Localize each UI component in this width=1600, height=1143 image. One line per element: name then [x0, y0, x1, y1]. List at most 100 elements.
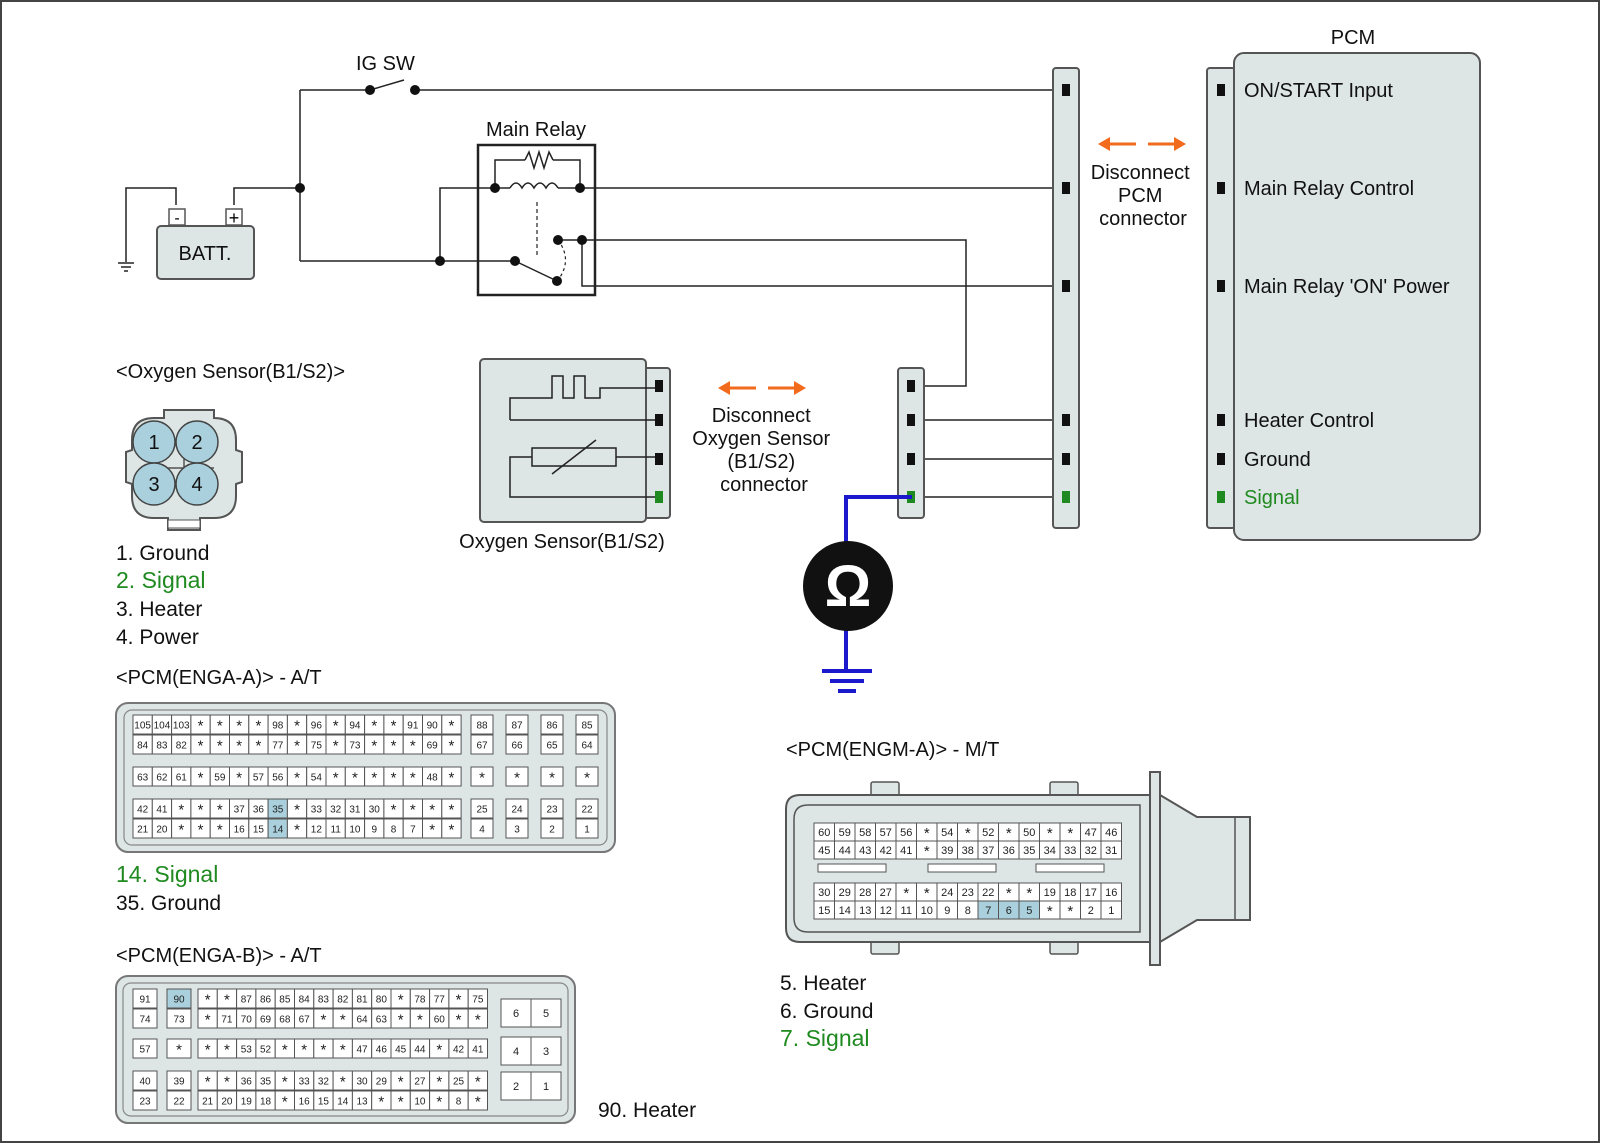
pin-number: 29: [839, 887, 851, 899]
pin-number: 35: [272, 805, 284, 816]
pin-number: 11: [330, 825, 341, 836]
unused-pin-mark: *: [475, 1012, 481, 1029]
unused-pin-mark: *: [429, 822, 435, 839]
battery-minus-label: -: [174, 210, 179, 227]
unused-pin-mark: *: [924, 885, 930, 902]
unused-pin-mark: *: [340, 1012, 346, 1029]
pin-cell: [441, 766, 462, 787]
pin-number: 12: [880, 905, 892, 917]
unused-pin-mark: *: [391, 802, 397, 819]
pin-number: 94: [349, 721, 361, 732]
unused-pin-mark: *: [924, 825, 930, 842]
pin-number: 12: [311, 825, 323, 836]
disconnect-o2-line: Oxygen Sensor: [692, 428, 830, 450]
pin-number: 28: [859, 887, 871, 899]
terminal-pin: [1217, 182, 1225, 194]
unused-pin-mark: *: [282, 1042, 288, 1059]
pin-number: 57: [139, 1045, 151, 1056]
pin-number: 104: [154, 721, 171, 732]
pin-number: 25: [476, 805, 488, 816]
pin-number: 34: [1044, 845, 1056, 857]
pin-number: 58: [859, 827, 871, 839]
pin-number: 20: [156, 825, 168, 836]
pin-number: 8: [965, 905, 971, 917]
pin-number: 96: [311, 721, 323, 732]
unused-pin-mark: *: [178, 802, 184, 819]
pcm-harness-pins: [1062, 84, 1070, 503]
pin-cell: [540, 734, 564, 755]
pin-number: 86: [260, 995, 272, 1006]
unused-pin-mark: *: [198, 802, 204, 819]
unused-pin-mark: *: [456, 992, 462, 1009]
terminal-pin: [1217, 414, 1225, 426]
pin-number: 50: [1023, 827, 1035, 839]
pin-number: 5: [1026, 905, 1032, 917]
unused-pin-mark: *: [333, 770, 339, 787]
pin-number: 57: [253, 773, 265, 784]
ohmmeter-body: [803, 541, 893, 631]
pcm-harness-connector: [1052, 67, 1080, 529]
pin-number: 2: [513, 1081, 519, 1093]
main-relay-box: [476, 143, 597, 297]
unused-pin-mark: *: [321, 1012, 327, 1029]
ohmmeter: Ω: [803, 495, 912, 693]
pin-number: 2: [549, 825, 555, 836]
pin-number: 73: [349, 741, 361, 752]
pcm-pin-label: Main Relay 'ON' Power: [1244, 276, 1450, 298]
unused-pin-mark: *: [924, 843, 930, 860]
pin-cell: [441, 798, 462, 819]
pin-cell: [166, 1090, 192, 1111]
terminal-pin: [1217, 453, 1225, 465]
pin-number: 3: [543, 1046, 549, 1058]
pin-number: 36: [1003, 845, 1015, 857]
terminal-pin: [1062, 453, 1070, 465]
terminal-pin: [1217, 491, 1225, 503]
unused-pin-mark: *: [217, 822, 223, 839]
pin-cell: [467, 1070, 489, 1091]
pin-cell: [505, 734, 529, 755]
legend-item: 14. Signal: [116, 861, 218, 887]
unused-pin-mark: *: [294, 770, 300, 787]
pin-number: 65: [546, 741, 558, 752]
unused-pin-mark: *: [217, 802, 223, 819]
pin-cell: [467, 1038, 489, 1059]
pin-cell: [540, 714, 564, 735]
unused-pin-mark: *: [340, 1074, 346, 1091]
oxygen-connector-pin-number: 1: [148, 432, 159, 454]
pin-number: 78: [414, 995, 426, 1006]
oxygen-connector-pin: [132, 462, 176, 506]
unused-pin-mark: *: [333, 738, 339, 755]
pin-cell: [467, 988, 489, 1009]
oxygen-sensor-component: Oxygen Sensor(B1/S2): [459, 358, 671, 553]
disconnect-o2-arrow-icon: [718, 381, 806, 395]
pin-number: 54: [941, 827, 953, 839]
terminal-pin: [655, 453, 663, 465]
pin-number: 42: [453, 1045, 465, 1056]
pin-number: 68: [279, 1015, 291, 1026]
terminal-pin: [655, 414, 663, 426]
pin-number: 103: [173, 721, 190, 732]
unused-pin-mark: *: [198, 718, 204, 735]
unused-pin-mark: *: [378, 1094, 384, 1111]
pin-cell: [470, 766, 494, 787]
pin-number: 10: [414, 1097, 426, 1108]
pin-number: 24: [511, 805, 523, 816]
pin-number: 1: [1108, 905, 1114, 917]
disconnect-pcm-arrow-icon: [1098, 137, 1186, 151]
main-relay: Main Relay: [476, 119, 597, 297]
pin-number: 32: [318, 1077, 330, 1088]
pin-number: 41: [472, 1045, 484, 1056]
oxygen-connector-pin-number: 3: [148, 474, 159, 496]
pin-cell: [1100, 840, 1122, 860]
pin-cell: [132, 1038, 158, 1059]
pin-number: 87: [511, 721, 523, 732]
unused-pin-mark: *: [449, 770, 455, 787]
pin-cell: [166, 1038, 192, 1059]
ig-sw-contact: [365, 85, 375, 95]
pin-cell: [505, 818, 529, 839]
